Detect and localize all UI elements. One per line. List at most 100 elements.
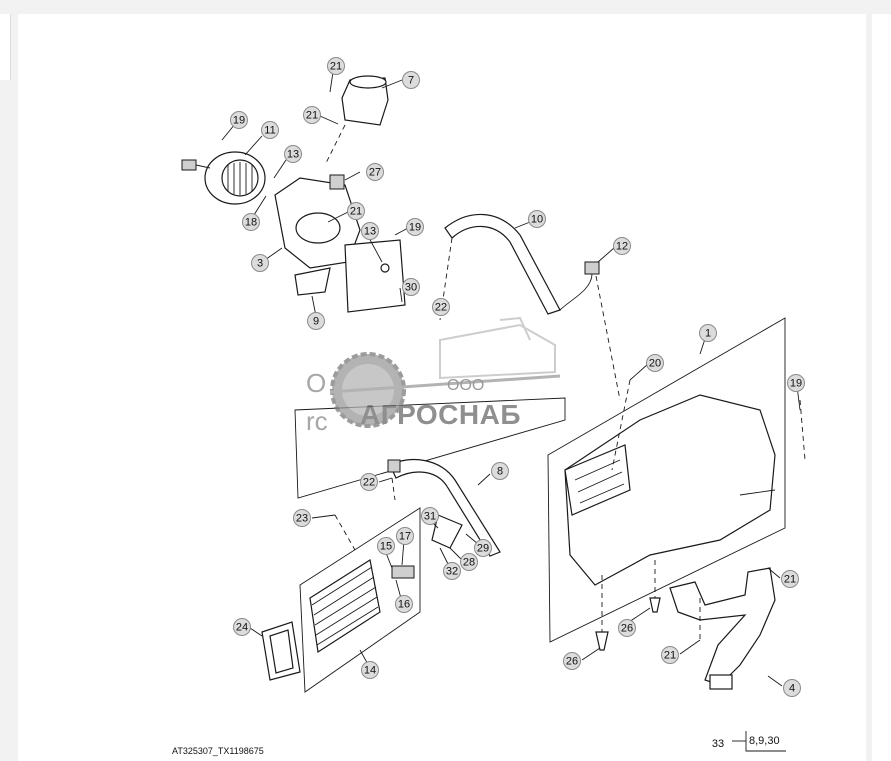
- callout-circle: [421, 507, 439, 525]
- callout-circle: [377, 537, 395, 555]
- reference-note: 33 8,9,30: [712, 731, 786, 752]
- blower-housing: [274, 174, 361, 296]
- callout-label: 15: [380, 541, 392, 553]
- callout-label: 31: [424, 511, 436, 523]
- callout-16: 16: [395, 595, 413, 613]
- callout-circle: [402, 278, 420, 296]
- callout-3: 3: [251, 254, 269, 272]
- callout-26: 26: [618, 619, 636, 637]
- watermark-partial-top: O: [306, 368, 326, 398]
- callout-label: 12: [616, 241, 628, 253]
- callout-label: 23: [296, 513, 308, 525]
- left-panel-edge: [0, 14, 11, 80]
- callout-circle: [242, 213, 260, 231]
- callout-circle: [443, 562, 461, 580]
- callout-circle: [366, 163, 384, 181]
- callout-circle: [307, 312, 325, 330]
- callout-21: 21: [347, 202, 365, 220]
- callout-label: 16: [398, 599, 410, 611]
- callout-circle: [347, 202, 365, 220]
- callout-23: 23: [293, 509, 311, 527]
- callout-label: 32: [446, 566, 458, 578]
- callout-label: 19: [233, 115, 245, 127]
- callout-7: 7: [402, 71, 420, 89]
- callout-18: 18: [242, 213, 260, 231]
- callout-circle: [474, 539, 492, 557]
- air-duct-4: [669, 567, 776, 690]
- callout-circle: [293, 509, 311, 527]
- callout-circle: [781, 570, 799, 588]
- heater-core-frame: [299, 507, 463, 693]
- callout-21: 21: [303, 106, 321, 124]
- callout-label: 24: [236, 622, 248, 634]
- callout-circle: [327, 57, 345, 75]
- callout-circle: [303, 106, 321, 124]
- callout-circle: [491, 462, 509, 480]
- callout-circle: [361, 222, 379, 240]
- callout-label: 27: [369, 167, 381, 179]
- gasket-24: [261, 621, 301, 681]
- right-panel-edge: [872, 14, 891, 761]
- reference-refs: 8,9,30: [749, 735, 780, 747]
- watermark-company-form: ООО: [447, 377, 484, 394]
- watermark-logo: ООО АГРОСНАБ O rc: [306, 316, 561, 436]
- callout-circle: [284, 145, 302, 163]
- callout-circle: [783, 679, 801, 697]
- callout-24: 24: [233, 618, 251, 636]
- callout-label: 21: [664, 650, 676, 662]
- callout-19: 19: [230, 111, 248, 129]
- callout-label: 29: [477, 543, 489, 555]
- callout-15: 15: [377, 537, 395, 555]
- callout-label: 21: [306, 110, 318, 122]
- callout-circle: [661, 646, 679, 664]
- callout-label: 21: [784, 574, 796, 586]
- clips-26: [595, 597, 661, 651]
- callout-label: 28: [463, 557, 475, 569]
- callout-21: 21: [327, 57, 345, 75]
- callout-circle: [528, 210, 546, 228]
- callout-label: 7: [408, 75, 414, 87]
- callout-21: 21: [781, 570, 799, 588]
- callout-circle: [787, 374, 805, 392]
- callout-8: 8: [491, 462, 509, 480]
- callout-circle: [395, 595, 413, 613]
- callout-label: 14: [364, 665, 376, 677]
- callout-circle: [261, 121, 279, 139]
- callout-circle: [618, 619, 636, 637]
- callout-22: 22: [360, 473, 378, 491]
- callout-label: 8: [497, 466, 503, 478]
- callout-label: 10: [531, 214, 543, 226]
- callout-label: 18: [245, 217, 257, 229]
- callout-22: 22: [432, 298, 450, 316]
- figure-id: AT325307_TX1198675: [172, 746, 264, 756]
- callout-28: 28: [460, 553, 478, 571]
- callout-label: 3: [257, 258, 263, 270]
- callout-circle: [251, 254, 269, 272]
- callout-32: 32: [443, 562, 461, 580]
- callout-1: 1: [699, 324, 717, 342]
- callout-label: 9: [313, 316, 319, 328]
- callout-circle: [402, 71, 420, 89]
- callout-20: 20: [646, 354, 664, 372]
- callout-circle: [646, 354, 664, 372]
- callout-circle: [613, 237, 631, 255]
- watermark-brand: АГРОСНАБ: [360, 399, 521, 430]
- callout-circle: [360, 473, 378, 491]
- drain-hose-upper: [444, 214, 561, 315]
- callout-13: 13: [361, 222, 379, 240]
- callout-label: 4: [789, 683, 795, 695]
- callout-12: 12: [613, 237, 631, 255]
- callout-11: 11: [261, 121, 279, 139]
- callout-circle: [361, 661, 379, 679]
- reference-item: 33: [712, 738, 724, 750]
- callout-27: 27: [366, 163, 384, 181]
- callout-31: 31: [421, 507, 439, 525]
- callout-label: 21: [350, 206, 362, 218]
- callout-label: 30: [405, 282, 417, 294]
- heater-bracket: [344, 239, 406, 313]
- air-duct-top: [324, 75, 389, 166]
- callout-circle: [230, 111, 248, 129]
- callout-label: 13: [364, 226, 376, 238]
- callout-19: 19: [787, 374, 805, 392]
